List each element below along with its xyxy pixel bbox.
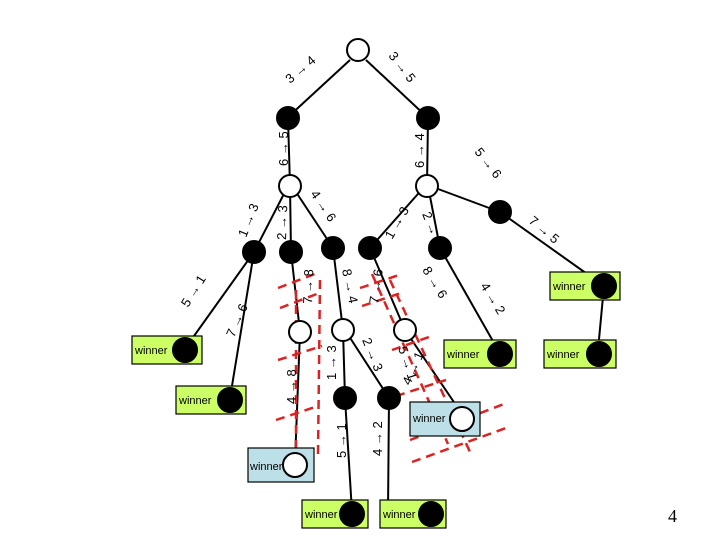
winner-box: winner [443,339,517,369]
black-node [276,106,300,130]
black-node [333,386,357,410]
move-label: 7 → 8 [300,269,316,304]
move-label: 3 → 5 [386,49,419,86]
prune-line [395,378,447,398]
edge-lw-lb3 [291,185,334,249]
move-label: 1 → 3 [382,204,412,242]
edge-rw2-winner [404,329,463,415]
winner-box-pruned: winner [247,447,315,483]
black-node [377,386,401,410]
prune-line [279,290,323,310]
move-label: 7 → 5 [526,213,562,247]
winner-box: winner [379,499,447,529]
edge-rw-rb3 [429,185,501,213]
white-node [393,318,417,342]
winner-label: winner [134,345,168,357]
black-node [488,200,512,224]
move-label: 6 → 4 [412,133,427,168]
move-label: 5 → 6 [472,145,505,182]
edge-lw-lb1 [253,185,289,253]
move-label: 4 → 2 [477,280,508,317]
white-node [331,318,355,342]
move-label: 2 → 3 [419,210,446,248]
page-number: 4 [668,506,677,526]
winner-box: winner [549,271,621,301]
move-label: 4 → 8 [284,369,299,404]
edge-b2-winner [387,397,390,513]
move-label: 3 → 4 [282,53,318,87]
move-label: 4 → 6 [308,187,340,224]
move-label: 1 → 3 [235,201,262,239]
edge-rw-rb1 [369,185,426,249]
move-label: 7 → 6 [223,301,251,339]
winner-box: winner [301,499,369,529]
white-node [278,174,302,198]
black-node [279,240,303,264]
move-label: 8 → 6 [419,264,450,301]
prune-line [277,344,323,362]
winner-label: winner [552,281,586,293]
move-label: 7 → 6 [366,268,386,304]
edge-lb1-winner2 [229,251,255,399]
winner-label: winner [249,461,283,473]
edge-root-left [286,59,351,119]
edge-root-right [365,59,429,119]
move-label: 4 → 2 [370,421,385,456]
tree-nodes [242,38,512,410]
winner-box: winner [131,335,203,365]
winner-boxes: winner winner winner winner winner winne… [131,271,621,529]
black-node [242,240,266,264]
black-node [428,236,452,260]
winner-label: winner [446,349,480,361]
prune-line [411,426,507,464]
move-label: 1 → 3 [324,345,339,380]
move-label: 5 → 1 [178,272,209,309]
root-node [346,38,370,62]
winner-box-pruned: winner [409,401,481,437]
black-node [416,106,440,130]
prune-line [316,279,322,455]
edge-rb1-rw2 [369,247,406,331]
prune-line [391,334,433,352]
winner-label: winner [304,509,338,521]
winner-label: winner [178,395,212,407]
edge-lb3-lw3 [332,247,344,331]
white-node [288,320,312,344]
black-node [321,236,345,260]
edge-lb1-winner [183,251,255,351]
black-node [358,236,382,260]
move-label: 8 → 4 [339,268,361,305]
edge-rb2-winner [439,247,499,351]
prune-line [277,270,321,290]
move-label: 2 → 3 [274,205,290,240]
winner-label: winner [546,349,580,361]
white-node [415,174,439,198]
winner-box: winner [543,339,617,369]
move-label: 2 → 3 [359,336,386,374]
winner-label: winner [382,509,416,521]
move-label: 5 → 1 [334,423,349,458]
edge-lw3-b2 [344,329,390,399]
prune-line [359,272,403,290]
edge-b1-winner [344,397,353,513]
move-label: 6 → 5 [276,131,291,166]
winner-box: winner [175,385,247,415]
winner-label: winner [412,413,446,425]
